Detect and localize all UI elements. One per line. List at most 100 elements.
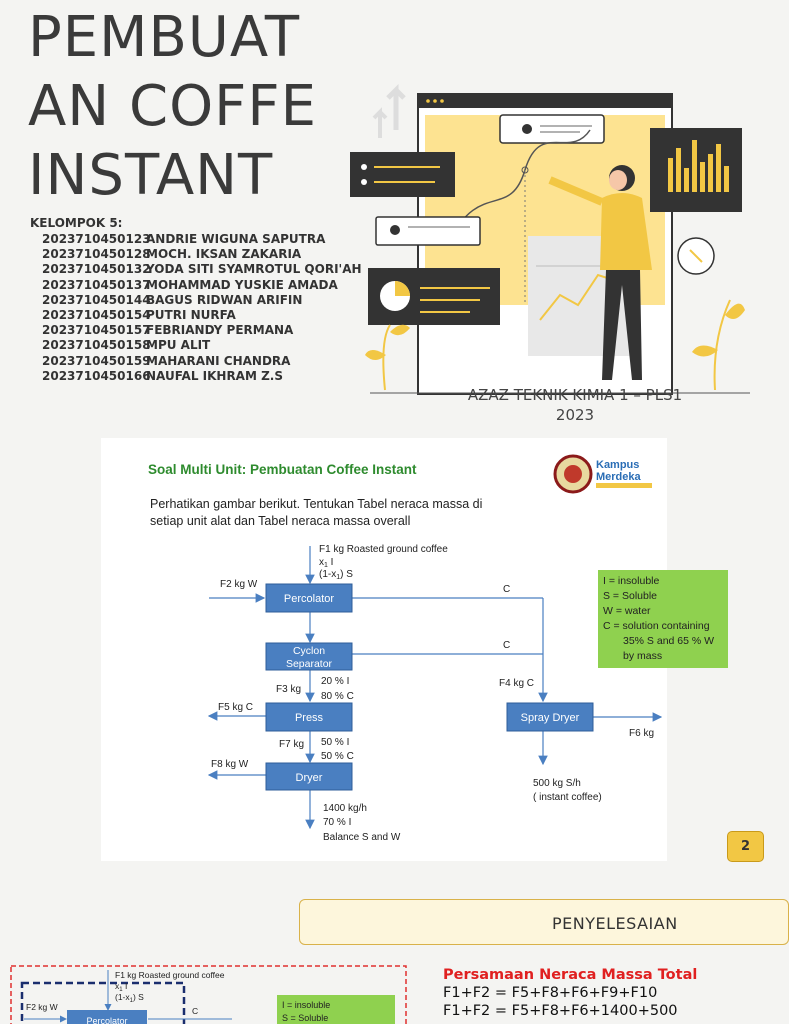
stream-c-label-2: C [503, 640, 510, 651]
stream-f6-label: F6 kg [629, 728, 654, 739]
page-number-badge: 2 [727, 831, 764, 862]
title-line-1: PEMBUAT [28, 5, 301, 70]
stream-f2-label: F2 kg W [220, 579, 258, 590]
title-line-3: INSTANT [28, 143, 274, 208]
course-footer: AZAZ TEKNIK KIMIA 1 – PLS1 2023 [440, 385, 710, 425]
output-product-label: ( instant coffee) [533, 792, 602, 803]
stream-f7-insoluble: 50 % I [321, 737, 349, 748]
stream-f8-label: F8 kg W [211, 759, 249, 770]
stream-f1-insoluble: x1 I [319, 557, 333, 569]
small-stream-c-label: C [192, 1006, 198, 1016]
solution-flow-diagram: Percolator F1 kg Roasted ground coffee x… [10, 965, 407, 1024]
stream-f4-label: F4 kg C [499, 678, 534, 689]
member-nim: 2023710450123 [42, 232, 151, 246]
percolator-unit-small [67, 1010, 147, 1024]
stream-f3-solution: 80 % C [321, 691, 354, 702]
dryer-unit [265, 762, 353, 791]
member-item: 2023710450123ANDRIE WIGUNA SAPUTRA [42, 232, 362, 247]
group-label: KELOMPOK 5: [30, 216, 123, 230]
member-item: 2023710450158MPU ALIT [42, 338, 362, 353]
member-name: YODA SITI SYAMROTUL QORI'AH [146, 262, 362, 277]
member-name: PUTRI NURFA [146, 307, 236, 322]
problem-question-line-1: Perhatikan gambar berikut. Tentukan Tabe… [150, 497, 483, 511]
member-name: ANDRIE WIGUNA SAPUTRA [146, 232, 326, 246]
legend-insoluble: I = insoluble [603, 575, 659, 587]
process-flow-diagram: Percolator Cyclon Separator Press Dryer … [207, 544, 728, 843]
member-name: MPU ALIT [146, 338, 211, 353]
problem-question-line-2: setiap unit alat dan Tabel neraca massa … [150, 514, 411, 528]
member-name: MAHARANI CHANDRA [146, 353, 291, 368]
legend-soluble: S = Soluble [603, 590, 657, 602]
solution-header: PENYELESAIAN [299, 899, 789, 945]
analytics-illustration-icon [350, 83, 750, 395]
member-nim: 2023710450128 [42, 247, 151, 262]
member-nim: 2023710450157 [42, 323, 151, 338]
course-name: AZAZ TEKNIK KIMIA 1 – PLS1 [467, 386, 683, 404]
kampus-logo-text: Kampus [596, 459, 639, 471]
member-nim: 2023710450144 [42, 292, 151, 307]
small-stream-f1-soluble: (1-x1) S [115, 992, 144, 1004]
stream-f7-solution: 50 % C [321, 751, 354, 762]
member-item: 2023710450132YODA SITI SYAMROTUL QORI'AH [42, 262, 362, 277]
small-legend-insoluble: I = insoluble [282, 1000, 330, 1010]
mass-balance-equation-1: F1+F2 = F5+F8+F6+F9+F10 [443, 985, 658, 1001]
problem-title: Soal Multi Unit: Pembuatan Coffee Instan… [148, 462, 417, 477]
small-legend-box [277, 995, 395, 1024]
bottom-balance-label: Balance S and W [323, 832, 401, 843]
small-stream-f1-label: F1 kg Roasted ground coffee [115, 970, 225, 980]
university-logos: Kampus Merdeka [553, 454, 657, 494]
spray-dryer-label: Spray Dryer [521, 712, 580, 724]
solution-header-label: PENYELESAIAN [552, 914, 678, 933]
member-item: 2023710450128MOCH. IKSAN ZAKARIA [42, 247, 362, 262]
percolator-label-small: Percolator [86, 1016, 127, 1024]
member-name: FEBRIANDY PERMANA [146, 323, 294, 338]
member-nim: 2023710450132 [42, 262, 151, 277]
small-stream-f2-label: F2 kg W [26, 1002, 58, 1012]
member-list: 2023710450123ANDRIE WIGUNA SAPUTRA 20237… [42, 232, 362, 384]
output-rate-label: 500 kg S/h [533, 778, 581, 789]
legend-solution-composition: 35% S and 65 % W [623, 635, 714, 647]
member-nim: 2023710450137 [42, 277, 151, 292]
stream-f3-insoluble: 20 % I [321, 676, 349, 687]
member-item: 2023710450154PUTRI NURFA [42, 308, 362, 323]
dryer-label: Dryer [296, 772, 323, 784]
percolator-label: Percolator [284, 593, 334, 605]
small-legend-soluble: S = Soluble [282, 1013, 328, 1023]
cyclon-label-line-1: Cyclon [293, 645, 325, 657]
small-stream-f1-insoluble: x1 I [115, 981, 127, 993]
title-line-2: AN COFFE [28, 74, 317, 139]
member-name: BAGUS RIDWAN ARIFIN [146, 292, 303, 307]
cyclon-separator-unit [265, 642, 353, 671]
overall-boundary [10, 965, 407, 1024]
member-name: MOCH. IKSAN ZAKARIA [146, 247, 302, 262]
member-item: 2023710450157FEBRIANDY PERMANA [42, 323, 362, 338]
stream-f1-label: F1 kg Roasted ground coffee [319, 544, 448, 555]
stream-c-label-1: C [503, 584, 510, 595]
problem-slide: Soal Multi Unit: Pembuatan Coffee Instan… [101, 438, 728, 861]
percolator-unit [265, 583, 353, 613]
bottom-rate-label: 1400 kg/h [323, 803, 367, 814]
member-nim: 2023710450154 [42, 307, 151, 322]
percolator-boundary [20, 981, 186, 1024]
course-year: 2023 [555, 406, 595, 424]
press-unit [265, 702, 353, 732]
member-item: 2023710450144BAGUS RIDWAN ARIFIN [42, 293, 362, 308]
stream-f5-label: F5 kg C [218, 702, 253, 713]
legend-solution-basis: by mass [623, 650, 662, 662]
mass-balance-equation-2: F1+F2 = F5+F8+F6+1400+500 [443, 1003, 678, 1019]
member-item: 2023710450166NAUFAL IKHRAM Z.S [42, 369, 362, 384]
cyclon-label-line-2: Separator [286, 658, 333, 670]
legend-water: W = water [603, 605, 651, 617]
stream-f1-soluble: (1-x1) S [319, 569, 353, 581]
merdeka-logo-text: Merdeka [596, 471, 642, 483]
press-label: Press [295, 712, 324, 724]
member-item: 2023710450159MAHARANI CHANDRA [42, 354, 362, 369]
stream-f7-label: F7 kg [279, 739, 304, 750]
member-item: 2023710450137MOHAMMAD YUSKIE AMADA [42, 278, 362, 293]
spray-dryer-unit [506, 702, 594, 732]
member-nim: 2023710450159 [42, 353, 151, 368]
legend-box [598, 570, 728, 668]
member-name: NAUFAL IKHRAM Z.S [146, 368, 283, 383]
member-name: MOHAMMAD YUSKIE AMADA [146, 277, 338, 292]
title-slide: PEMBUAT AN COFFE INSTANT KELOMPOK 5: 202… [0, 0, 768, 430]
